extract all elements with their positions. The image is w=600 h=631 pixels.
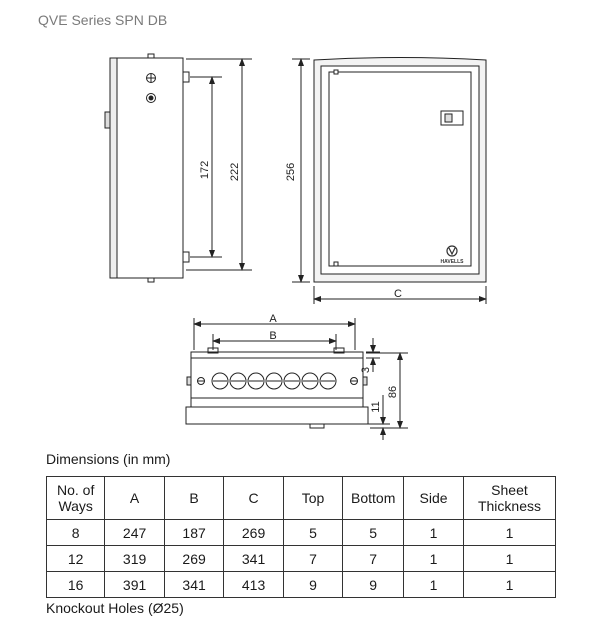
table-header-row: No. of Ways A B C Top Bottom Side Sheet …: [45, 476, 557, 520]
side-dim-222: 222: [229, 163, 241, 181]
bottom-dim-a: A: [269, 313, 277, 325]
table-cell: 1: [462, 545, 557, 572]
table-cell: 12: [45, 545, 106, 572]
knockout-holes-note: Knockout Holes (Ø25): [46, 600, 184, 616]
bottom-dim-86: 86: [387, 386, 399, 398]
bottom-view: [185, 318, 408, 440]
table-cell: 319: [104, 545, 165, 572]
col-header-side: Side: [403, 476, 464, 520]
table-cell: 1: [403, 545, 464, 572]
col-header-b: B: [163, 476, 225, 520]
table-cell: 9: [342, 571, 405, 598]
page-title: QVE Series SPN DB: [38, 12, 168, 28]
table-row: 8 247 187 269 5 5 1 1: [45, 519, 557, 546]
table-cell: 5: [342, 519, 405, 546]
col-header-a: A: [104, 476, 165, 520]
front-dim-256: 256: [285, 163, 297, 181]
side-dim-172: 172: [199, 161, 211, 179]
brand-text: HAVELLS: [441, 259, 465, 265]
front-dim-c: C: [394, 288, 402, 300]
col-header-c: C: [223, 476, 284, 520]
table-cell: 16: [45, 571, 106, 598]
technical-drawing: 172 222 HAVELLS 256 C: [104, 53, 487, 440]
table-cell: 187: [163, 519, 225, 546]
table-cell: 1: [462, 571, 557, 598]
dimensions-caption: Dimensions (in mm): [46, 451, 171, 467]
table-row: 12 319 269 341 7 7 1 1: [45, 545, 557, 572]
table-cell: 7: [282, 545, 344, 572]
table-cell: 1: [403, 571, 464, 598]
col-header-top: Top: [282, 476, 344, 520]
col-header-bottom: Bottom: [342, 476, 405, 520]
table-cell: 1: [403, 519, 464, 546]
table-cell: 341: [223, 545, 284, 572]
table-cell: 7: [342, 545, 405, 572]
bottom-dim-11: 11: [370, 401, 382, 412]
table-cell: 9: [282, 571, 344, 598]
bottom-dim-b: B: [269, 330, 276, 342]
side-view: [104, 53, 252, 283]
col-header-sheet-thickness: Sheet Thickness: [462, 476, 557, 520]
table-row: 16 391 341 413 9 9 1 1: [45, 571, 557, 598]
brand-logo: HAVELLS: [441, 245, 465, 265]
table-cell: 391: [104, 571, 165, 598]
table-cell: 247: [104, 519, 165, 546]
table-cell: 269: [163, 545, 225, 572]
knockout-holes: [211, 372, 337, 390]
table-cell: 341: [163, 571, 225, 598]
table-cell: 8: [45, 519, 106, 546]
table-cell: 269: [223, 519, 284, 546]
bottom-dim-3: 3: [360, 367, 372, 373]
dimensions-table: No. of Ways A B C Top Bottom Side Sheet …: [45, 476, 557, 598]
front-view: [292, 57, 487, 304]
table-cell: 5: [282, 519, 344, 546]
table-cell: 413: [223, 571, 284, 598]
col-header-ways: No. of Ways: [45, 476, 106, 520]
table-cell: 1: [462, 519, 557, 546]
